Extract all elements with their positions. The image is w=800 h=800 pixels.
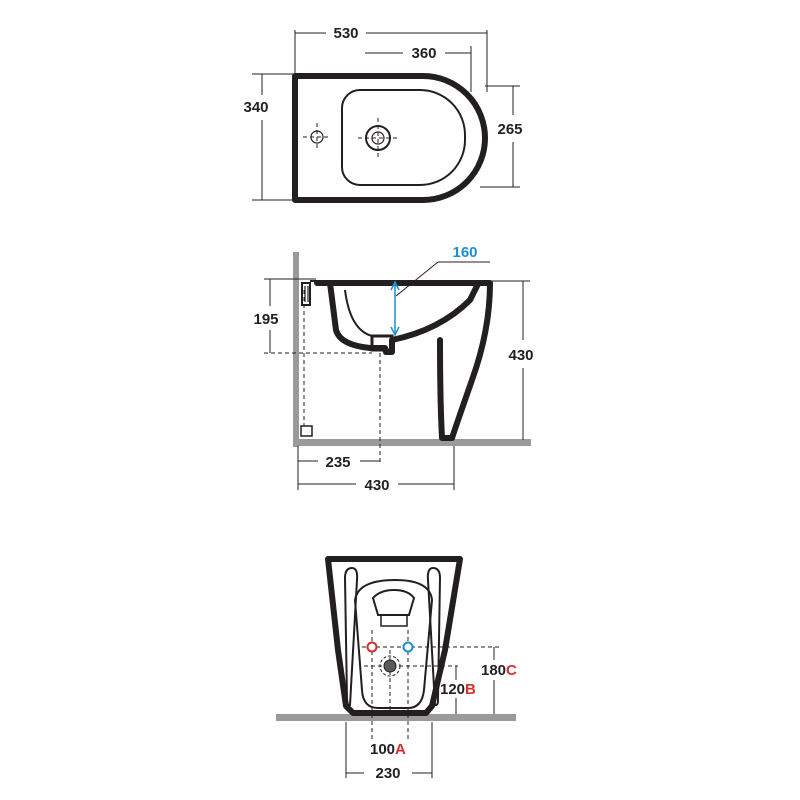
dim-width: 230 [375, 765, 400, 782]
drain-connection [383, 659, 397, 673]
side-view: 160 195 430 235 430 [253, 244, 533, 494]
dim-height-c-value: 180 [481, 662, 506, 679]
dim-overall-width: 340 [243, 99, 268, 116]
dim-bowl-depth: 160 [452, 244, 477, 261]
dim-spacing-a-letter: A [395, 741, 406, 758]
dim-total-height: 430 [508, 347, 533, 364]
dim-height-b-value: 120 [440, 681, 465, 698]
dim-overall-length: 530 [333, 25, 358, 42]
front-view: 180C 120B 100A 230 [276, 556, 517, 782]
front-view-cavity [353, 578, 434, 709]
top-view-outline [292, 73, 488, 203]
dim-height-b-letter: B [465, 681, 476, 698]
cold-water-connection [402, 641, 414, 653]
svg-text:100A: 100A [370, 741, 406, 758]
dim-outlet-distance: 235 [325, 454, 350, 471]
front-view-outline [325, 556, 463, 716]
floor-side [293, 439, 531, 446]
dim-total-depth: 430 [364, 477, 389, 494]
dim-bowl-length: 360 [411, 45, 436, 62]
top-view-bowl [341, 89, 466, 186]
hot-water-connection [366, 641, 378, 653]
dim-spacing-a-value: 100 [370, 741, 395, 758]
side-view-bowl [327, 280, 481, 355]
svg-text:120B: 120B [440, 681, 476, 698]
svg-text:180C: 180C [481, 662, 517, 679]
top-view: 530 360 340 265 [243, 25, 523, 203]
dim-outlet-height: 195 [253, 311, 278, 328]
floor-front [276, 714, 516, 721]
dim-bowl-width: 265 [497, 121, 522, 138]
side-view-outline [314, 280, 493, 441]
wall [293, 252, 299, 447]
dim-height-c-letter: C [506, 662, 517, 679]
